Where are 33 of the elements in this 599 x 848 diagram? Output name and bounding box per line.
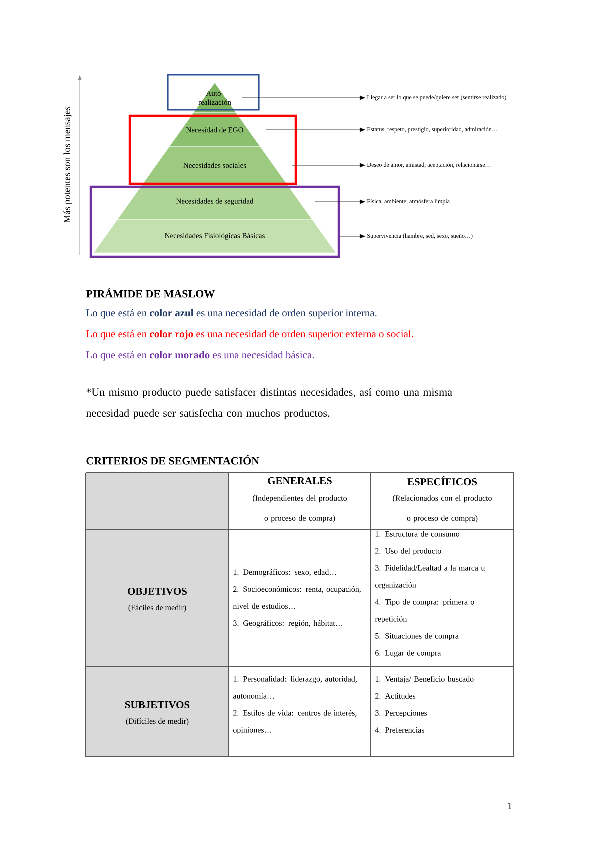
list-item: 2. Uso del producto [376, 548, 442, 556]
list-item: 1. Demográficos: sexo, edad… [234, 569, 336, 577]
list-item: 1. Ventaja/ Beneficio buscado [376, 676, 474, 684]
column-subtitle: (Independientes del producto o proceso de compra) [253, 495, 348, 523]
arrow [242, 96, 366, 100]
list-item: 2. Actitudes [376, 693, 416, 699]
arrow [292, 163, 366, 168]
column-heading: ESPECÍFICOS [408, 476, 478, 486]
arrow [340, 234, 366, 239]
arrow [266, 128, 366, 132]
heading: PIRÁMIDE DE MASLOW [86, 288, 215, 298]
column-heading: GENERALES [268, 477, 332, 485]
list-item: 4. Tipo de compra: primera o repetición [375, 599, 474, 624]
list-item: 1. Personalidad: liderazgo, autoridad, autonomía… [233, 676, 357, 699]
page-number: 1 [508, 802, 512, 810]
list-item: 4. Preferencias [375, 727, 424, 733]
column-subtitle: (Relacionados con el producto o proceso de compra) [393, 495, 492, 523]
list-item: 3. Fidelidad/Lealtad a la marca u organización [376, 565, 486, 590]
list-item: 3. Geográficos: región, hábitat… [234, 620, 343, 628]
list-item: 2. Estilos de vida: centros de interés, opiniones… [234, 710, 357, 734]
note-text: *Un mismo producto puede satisfacer distintas necesidades, así como una misma necesidad puede ser satisfecha con muchos productos. [86, 388, 452, 420]
note-text: Lo que está en color azul es una necesidad de orden superior interna. [86, 309, 377, 319]
list-item: 2. Socioeconómicos: renta, ocupación, nivel de estudios… [233, 586, 361, 610]
note-text: Lo que está en color rojo es una necesidad de orden superior externa o social. [86, 330, 414, 340]
list-item: 1. Estructura de consumo [376, 531, 460, 537]
header-cell: SUBJETIVOS (Difíciles de medir) [86, 667, 229, 757]
arrow [315, 200, 366, 204]
list-item: 5. Situaciones de compra [376, 633, 459, 640]
list-item: 3. Percepciones [376, 710, 428, 718]
list-item: 6. Lugar de compra [376, 650, 442, 658]
note-text: Lo que está en color morado es una necesidad básica. [86, 351, 314, 361]
heading: CRITERIOS DE SEGMENTACIÓN [86, 455, 260, 465]
axis-label: Más potentes son los mensajes [64, 107, 72, 224]
